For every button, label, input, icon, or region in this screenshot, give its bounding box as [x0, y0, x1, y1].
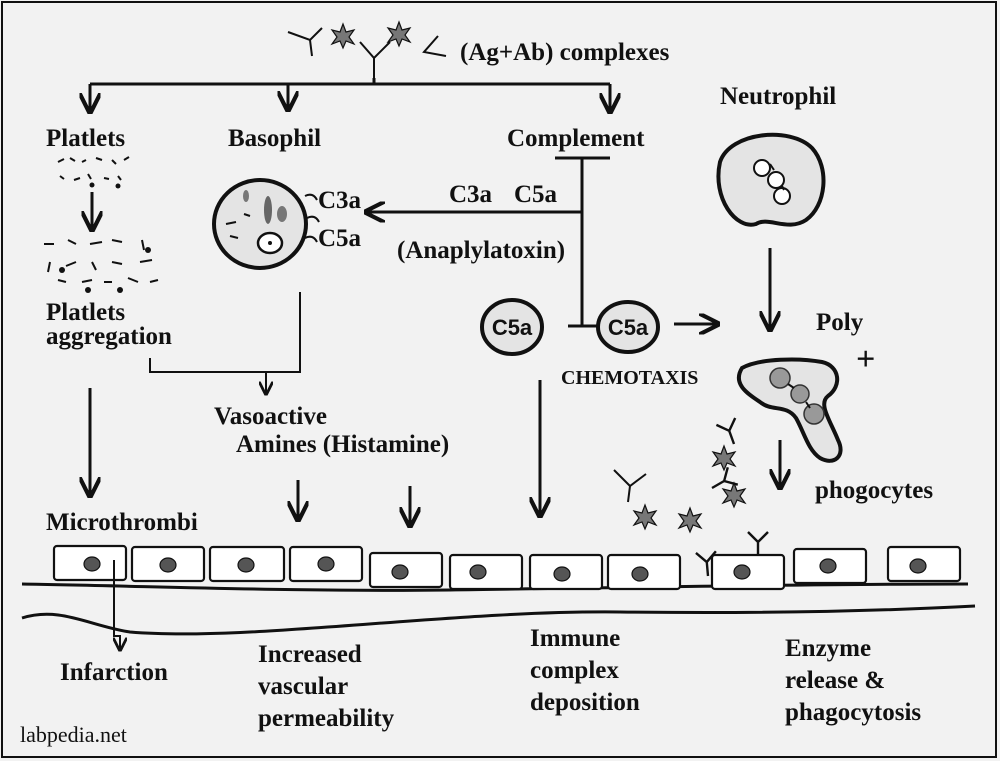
poly-label: Poly — [816, 309, 864, 336]
site-credit: labpedia.net — [20, 722, 127, 747]
antigen-star-icon — [331, 23, 355, 49]
outcome-permeability-line1: Increased — [258, 641, 362, 668]
complement-heading: Complement — [507, 125, 645, 152]
endothelial-cell — [208, 545, 286, 583]
antibody-icon — [287, 27, 323, 57]
platelet-fragments — [57, 156, 130, 189]
vasoactive-line1: Vasoactive — [214, 403, 327, 430]
antibody-icon — [359, 41, 391, 78]
vasoactive-line2: Amines (Histamine) — [236, 431, 449, 458]
microthrombi-label: Microthrombi — [46, 509, 198, 536]
outcome-deposition-line2: complex — [530, 657, 619, 684]
outcome-enzyme-line1: Enzyme — [785, 635, 871, 662]
outcome-deposition-line1: Immune — [530, 625, 620, 652]
endothelial-cell — [792, 547, 868, 585]
outcome-deposition-line3: deposition — [530, 689, 640, 716]
anaphylatoxin-label: (Anaplylatoxin) — [397, 237, 565, 264]
c5a-left-label: C5a — [492, 315, 533, 340]
endothelial-cell — [606, 553, 682, 591]
aggregation-line1: Platlets — [46, 299, 125, 326]
aggregation-line2: aggregation — [46, 323, 172, 350]
immune-complex-label: (Ag+Ab) complexes — [460, 39, 670, 66]
c5a-right-label: C5a — [608, 315, 649, 340]
chemotaxis-label: CHEMOTAXIS — [561, 367, 698, 389]
c5a-cell-right — [596, 300, 660, 354]
basophil-cell — [212, 178, 320, 270]
outcome-enzyme-line2: release & — [785, 667, 885, 694]
endothelial-cell — [448, 553, 524, 591]
c5a-cell-left — [480, 298, 544, 356]
antigen-star-icon — [387, 21, 411, 47]
product-c3a: C3a — [449, 181, 493, 208]
polymorph-cell — [736, 357, 843, 463]
platelets-heading: Platlets — [46, 125, 125, 152]
immune-complex-icons — [287, 21, 447, 78]
outcome-enzyme-line3: phagocytosis — [785, 699, 921, 726]
outcome-permeability-line2: vascular — [258, 673, 348, 700]
basophil-connector — [149, 292, 301, 373]
distribution-line — [90, 78, 610, 86]
basophil-c3a-tag: C3a — [318, 187, 362, 214]
outcome-infarction: Infarction — [60, 659, 168, 686]
plus-sign: + — [856, 341, 875, 378]
phagocytes-label: phogocytes — [815, 477, 933, 504]
outcome-permeability-line3: permeability — [258, 705, 395, 732]
antibody-icon — [422, 35, 447, 57]
basophil-c5a-tag: C5a — [318, 225, 362, 252]
product-c5a: C5a — [514, 181, 558, 208]
scattered-immune-complexes — [613, 416, 770, 579]
receptor-icon — [304, 193, 320, 243]
basophil-heading: Basophil — [228, 125, 321, 152]
endothelium — [21, 544, 976, 636]
arrow-to-infarction — [113, 560, 120, 650]
neutrophil-heading: Neutrophil — [720, 83, 836, 110]
aggregated-platelets — [44, 239, 159, 293]
endothelial-cell — [710, 553, 786, 591]
endothelial-cell — [130, 545, 206, 583]
endothelial-cell — [52, 544, 128, 582]
endothelial-cell — [288, 545, 364, 583]
neutrophil-cell — [716, 132, 826, 227]
complement-bracket-line — [555, 156, 610, 328]
endothelial-cell — [886, 545, 962, 583]
endothelial-cell — [368, 551, 444, 589]
endothelial-cell — [528, 553, 604, 591]
